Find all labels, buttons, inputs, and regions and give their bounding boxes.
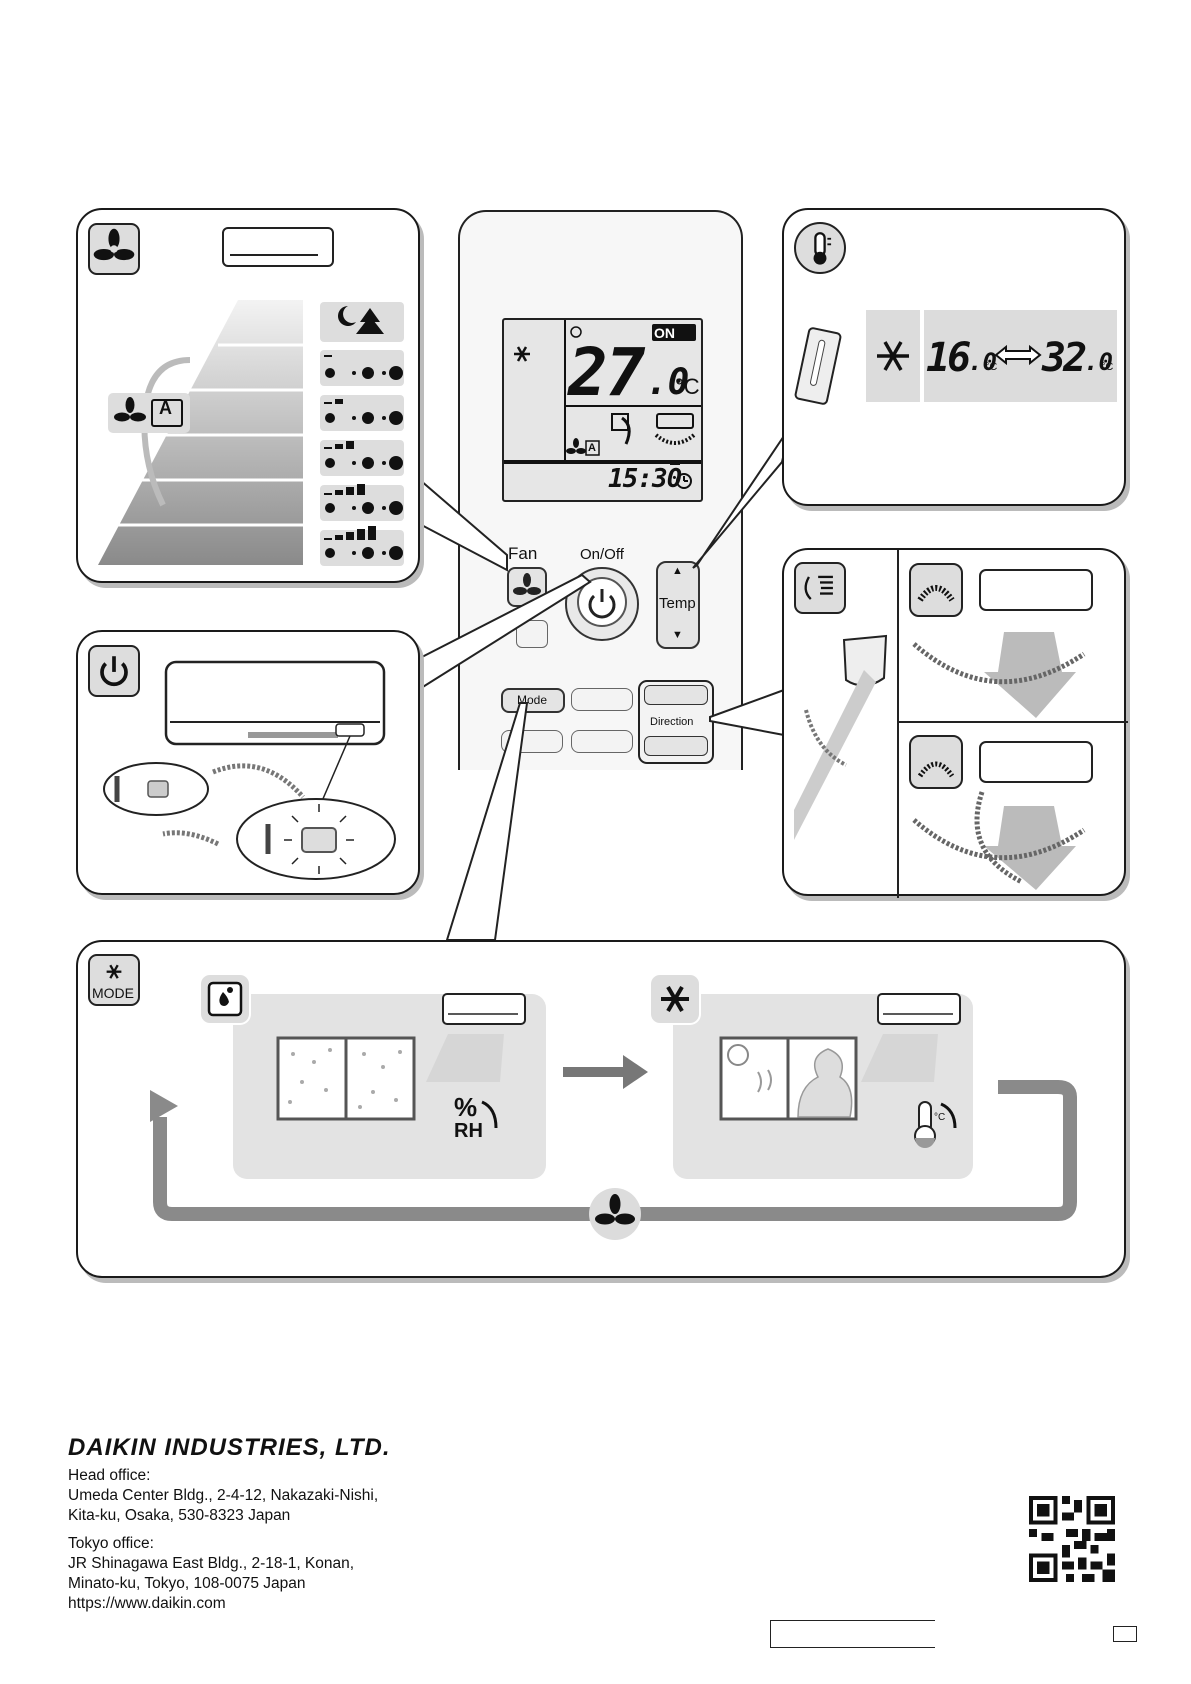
max-temperature-unit: °C (1101, 361, 1114, 373)
mode-icon-text: MODE (92, 985, 134, 1001)
range-arrow-icon (994, 344, 1042, 366)
temp-button[interactable]: ▲ Temp ▼ (656, 561, 700, 649)
fan-speed-levels (320, 350, 404, 566)
blank-button-left[interactable] (516, 620, 548, 648)
cool-temp-unit: °C (934, 1112, 946, 1123)
document-number-box (770, 1620, 935, 1648)
lcd-time: 15:30 (608, 464, 682, 494)
power-icon (577, 577, 627, 627)
mode-panel: MODE (76, 940, 1126, 1278)
temp-up-icon[interactable]: ▲ (672, 565, 683, 577)
temp-down-icon[interactable]: ▼ (672, 629, 683, 641)
direction-vertical-button[interactable] (644, 685, 708, 705)
vertical-swing-icon (804, 575, 833, 600)
ac-unit-icon (877, 993, 961, 1025)
ac-unit-icon (222, 227, 334, 267)
lcd-on-indicator: ON (654, 325, 675, 341)
dry-mode-icon (207, 981, 243, 1017)
qr-code[interactable] (1029, 1496, 1115, 1582)
power-panel-icon (88, 645, 140, 697)
rainy-window-icon (276, 1036, 416, 1121)
auto-fan-icon (114, 397, 146, 422)
wall-thermometer-icon (794, 327, 842, 405)
onoff-button[interactable] (565, 567, 639, 641)
ac-unit-icon (164, 660, 386, 746)
tokyo-office-address: Tokyo office: JR Shinagawa East Bldg., 2… (68, 1534, 354, 1614)
thermometer-icon (914, 1101, 936, 1148)
power-panel (76, 630, 420, 895)
airflow-direction-panel (782, 548, 1128, 898)
horizontal-swing-icon (917, 585, 955, 602)
cool-mode-icon (661, 985, 689, 1013)
lcd-unit: °C (675, 374, 700, 399)
ac-unit-icon (442, 993, 526, 1025)
blank-button-1[interactable] (571, 688, 633, 711)
onoff-button-label: On/Off (580, 546, 624, 563)
fan-icon (93, 228, 135, 261)
direction-button-group: Direction (638, 680, 714, 764)
min-temperature-unit: °C (985, 361, 998, 373)
tokyo-office-line-2: Minato-ku, Tokyo, 108-0075 Japan (68, 1575, 306, 1592)
fan-panel-icon (88, 223, 140, 275)
fan-button-label: Fan (508, 544, 538, 563)
fan-button[interactable] (507, 567, 547, 607)
head-office-line-2: Kita-ku, Osaka, 530-8323 Japan (68, 1507, 291, 1524)
quiet-mode-icon (338, 306, 356, 326)
website-link[interactable]: https://www.daikin.com (68, 1595, 226, 1612)
temperature-panel: 16 .0 °C 32 .0 °C (782, 208, 1126, 506)
cool-mode-icon (877, 341, 909, 371)
head-office-address: Head office: Umeda Center Bldg., 2-4-12,… (68, 1466, 378, 1526)
lcd-temperature-decimal: .0 (646, 362, 690, 403)
tokyo-office-title: Tokyo office: (68, 1535, 154, 1552)
max-temperature-decimal: .0 (1084, 348, 1113, 376)
head-office-line-1: Umeda Center Bldg., 2-4-12, Nakazaki-Nis… (68, 1487, 379, 1504)
max-temperature: 32 (1042, 335, 1087, 381)
thermometer-panel-icon (794, 222, 846, 274)
company-name: DAIKIN INDUSTRIES, LTD. (68, 1434, 391, 1461)
blank-button-2[interactable] (501, 730, 563, 753)
remote-lcd: ON 27 .0 °C A 15:30 (502, 318, 703, 502)
head-office-title: Head office: (68, 1467, 151, 1484)
power-icon (100, 656, 128, 687)
thermometer-icon (813, 232, 832, 265)
3d-swing-icon (917, 761, 955, 778)
blank-button-3[interactable] (571, 730, 633, 753)
mode-panel-icon: MODE (88, 954, 140, 1006)
sunny-window-icon (719, 1036, 858, 1121)
min-temperature: 16 (926, 335, 971, 381)
direction-label: Direction (650, 716, 694, 728)
revision-box (1113, 1626, 1137, 1642)
direction-horizontal-button[interactable] (644, 736, 708, 756)
fan-icon (595, 1194, 635, 1225)
mode-button-label: Mode (517, 693, 548, 707)
rh-percent-symbol: % (454, 1092, 478, 1122)
min-temperature-decimal: .0 (968, 348, 997, 376)
fan-speed-panel: A (76, 208, 420, 583)
auto-fan-letter: A (159, 398, 172, 418)
rh-label: RH (454, 1120, 483, 1142)
tokyo-office-line-1: JR Shinagawa East Bldg., 2-18-1, Konan, (68, 1555, 355, 1572)
lcd-auto-fan-letter: A (588, 442, 596, 454)
fan-icon (513, 573, 541, 595)
lcd-temperature: 27 (568, 334, 645, 411)
vertical-swing-panel-icon (794, 562, 846, 614)
mode-button[interactable]: Mode (501, 688, 565, 713)
snowflake-icon (106, 964, 122, 979)
temp-button-label: Temp (659, 595, 696, 612)
